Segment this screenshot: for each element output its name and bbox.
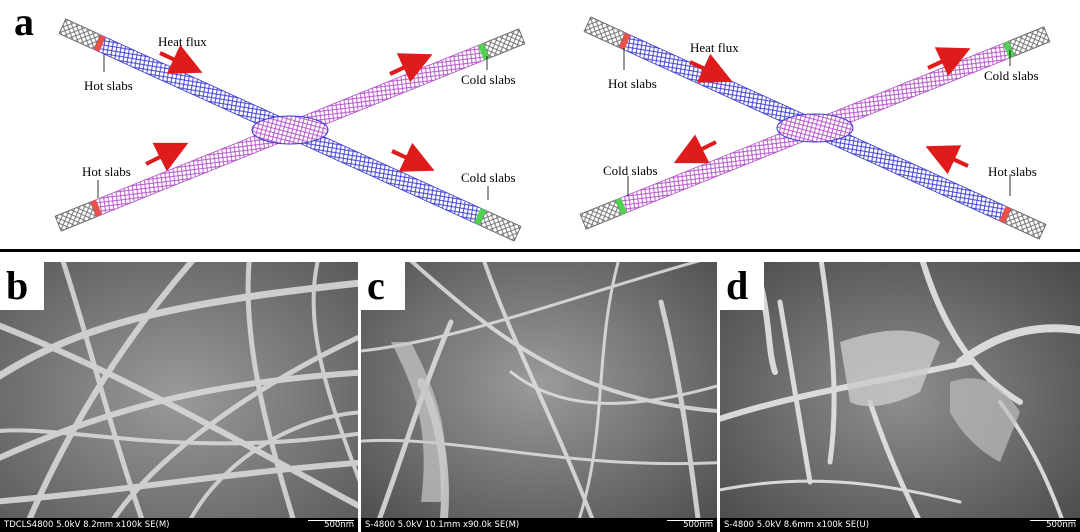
panel-b-letter-box: b: [0, 262, 44, 310]
sem-data-bar: TDCLS4800 5.0kV 8.2mm x100k SE(M) 500nm: [0, 518, 358, 532]
panel-c-letter: c: [367, 263, 385, 308]
cnt-junction-diagrams: Heat flux Hot slabs Hot slabs Cold slabs…: [54, 16, 1051, 242]
scale-label: 500nm: [1046, 520, 1076, 530]
panel-b-letter: b: [6, 263, 29, 308]
heat-flux-label: Heat flux: [158, 34, 207, 49]
scale-label: 500nm: [324, 520, 354, 530]
scale-bar: [1030, 520, 1076, 521]
heat-flux-label: Heat flux: [690, 40, 739, 55]
sem-fibers-b: [0, 262, 358, 532]
panel-d-sem-image: d S-4800 5.0kV 8.6mm x100k SE(U) 500nm: [720, 262, 1080, 532]
hot-slabs-label: Hot slabs: [82, 164, 131, 179]
heat-flux-arrow: [689, 53, 733, 83]
sem-metadata: TDCLS4800 5.0kV 8.2mm x100k SE(M): [4, 520, 170, 530]
panel-b-sem-image: b TDCLS4800 5.0kV 8.2mm x100k SE(M) 500n…: [0, 262, 358, 532]
sem-metadata: S-4800 5.0kV 8.6mm x100k SE(U): [724, 520, 870, 530]
heat-flux-arrow: [673, 134, 717, 164]
heat-flux-arrow: [927, 47, 971, 77]
scale-bar: [308, 520, 354, 521]
panel-a-letter: a: [14, 0, 34, 44]
panel-d-letter-box: d: [720, 262, 764, 310]
junction-node: [776, 113, 854, 143]
heat-flux-arrow: [389, 53, 433, 83]
hot-slabs-label: Hot slabs: [988, 164, 1037, 179]
hot-slabs-label: Hot slabs: [84, 78, 133, 93]
right-junction: Heat flux Hot slabs Hot slabs Cold slabs…: [579, 16, 1051, 240]
sem-data-bar: S-4800 5.0kV 10.1mm x90.0k SE(M) 500nm: [361, 518, 717, 532]
junction-node: [251, 115, 329, 145]
panel-a: a: [0, 0, 1080, 250]
panel-c-letter-box: c: [361, 262, 405, 310]
heat-flux-arrow: [925, 145, 969, 175]
sem-metadata: S-4800 5.0kV 10.1mm x90.0k SE(M): [365, 520, 520, 530]
hot-slabs-label: Hot slabs: [608, 76, 657, 91]
cold-slabs-label: Cold slabs: [461, 170, 516, 185]
sem-fibers-d: [720, 262, 1080, 532]
panel-d-letter: d: [726, 263, 749, 308]
panel-c-sem-image: c S-4800 5.0kV 10.1mm x90.0k SE(M) 500nm: [361, 262, 717, 532]
cold-slabs-label: Cold slabs: [603, 163, 658, 178]
heat-flux-arrow: [159, 44, 203, 74]
scale-bar: [667, 520, 713, 521]
sem-data-bar: S-4800 5.0kV 8.6mm x100k SE(U) 500nm: [720, 518, 1080, 532]
panel-divider: [0, 249, 1080, 252]
left-junction: Heat flux Hot slabs Hot slabs Cold slabs…: [54, 18, 526, 242]
sem-fibers-c: [361, 262, 717, 532]
cold-slabs-label: Cold slabs: [984, 68, 1039, 83]
heat-flux-arrow: [145, 142, 189, 172]
scale-label: 500nm: [683, 520, 713, 530]
heat-flux-arrow: [391, 142, 435, 172]
cold-slabs-label: Cold slabs: [461, 72, 516, 87]
